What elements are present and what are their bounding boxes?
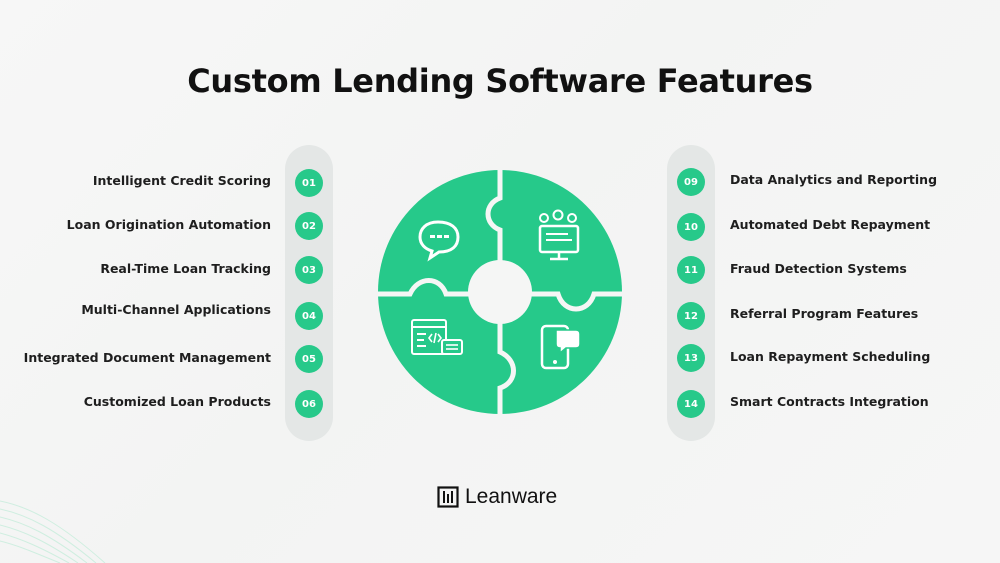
feature-label-02: Loan Origination Automation: [66, 217, 271, 232]
left-number-track: 01 02 03 04 05 06: [285, 145, 333, 441]
chat-bubble-icon: [418, 220, 460, 262]
step-number-04: 04: [295, 302, 323, 330]
step-number-14: 14: [677, 390, 705, 418]
feature-label-01: Intelligent Credit Scoring: [92, 173, 271, 188]
step-number-11: 11: [677, 256, 705, 284]
page-title: Custom Lending Software Features: [187, 62, 813, 100]
step-number-01: 01: [295, 169, 323, 197]
feature-label-04: Multi-Channel Applications: [81, 302, 271, 317]
feature-label-06: Customized Loan Products: [83, 394, 271, 409]
feature-label-09: Data Analytics and Reporting: [730, 172, 938, 187]
feature-label-10: Automated Debt Repayment: [730, 217, 931, 232]
phone-chat-icon: [540, 324, 581, 370]
logo-text: Leanware: [465, 485, 558, 508]
monitor-gears-icon: [538, 209, 580, 261]
step-number-03: 03: [295, 256, 323, 284]
leanware-logo-icon: [437, 486, 459, 508]
puzzle-gaps: [378, 170, 622, 414]
right-number-track: 09 10 11 12 13 14: [667, 145, 715, 441]
code-window-icon: [411, 319, 463, 355]
step-number-13: 13: [677, 344, 705, 372]
puzzle-circle: [378, 170, 622, 414]
step-number-09: 09: [677, 168, 705, 196]
feature-label-13: Loan Repayment Scheduling: [730, 349, 931, 364]
decorative-wave: [0, 500, 106, 563]
step-number-02: 02: [295, 212, 323, 240]
leanware-logo: Leanware: [437, 485, 557, 509]
puzzle-center-hole: [468, 260, 532, 324]
feature-label-14: Smart Contracts Integration: [730, 394, 929, 409]
step-number-06: 06: [295, 390, 323, 418]
feature-label-03: Real-Time Loan Tracking: [100, 261, 271, 276]
feature-label-12: Referral Program Features: [730, 306, 919, 321]
step-number-05: 05: [295, 345, 323, 373]
step-number-10: 10: [677, 213, 705, 241]
feature-label-05: Integrated Document Management: [23, 350, 271, 365]
feature-label-11: Fraud Detection Systems: [730, 261, 907, 276]
step-number-12: 12: [677, 302, 705, 330]
